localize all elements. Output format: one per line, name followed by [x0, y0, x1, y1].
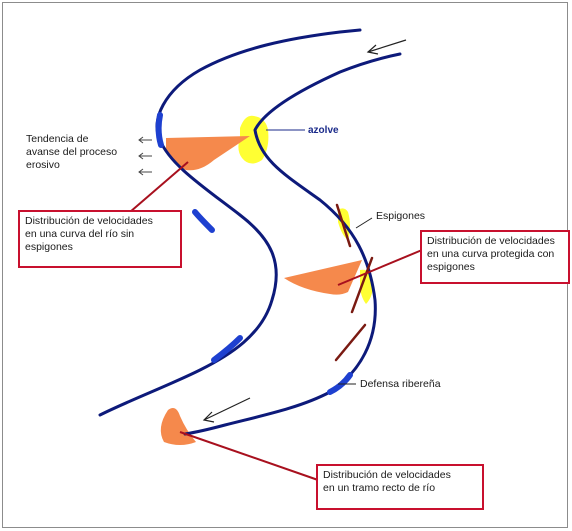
callout-sin-espigones-line-3: espigones [25, 241, 175, 254]
erosion-arrows [139, 137, 152, 175]
callout-sin-espigones-line-1: Distribución de velocidades [25, 215, 175, 228]
callout-tramo-recto-line-1: Distribución de velocidades [323, 469, 477, 482]
defensa-riberena-label: Defensa ribereña [360, 378, 441, 391]
callout-sin-espigones-line-2: en una curva del río sin [25, 228, 175, 241]
callout-line-tramo-recto [180, 432, 318, 480]
erosion-tendency-line-3: erosivo [26, 159, 117, 172]
espigones-leader [356, 218, 372, 228]
flow-arrow-bottom [204, 398, 250, 422]
bank-protection-left-upper [159, 115, 161, 145]
callout-box-con-espigones: Distribución de velocidades en una curva… [420, 230, 570, 284]
callout-con-espigones-line-3: espigones [427, 261, 563, 274]
erosion-tendency-line-1: Tendencia de [26, 133, 117, 146]
flow-arrow-top [368, 40, 406, 54]
callout-tramo-recto-line-2: en un tramo recto de río [323, 482, 477, 495]
erosion-tendency-line-2: avanse del proceso [26, 146, 117, 159]
river-right-bank [185, 54, 400, 434]
callout-con-espigones-line-2: en una curva protegida con [427, 248, 563, 261]
espigones-label: Espigones [376, 210, 425, 223]
velocity-distribution-curve-protected [284, 260, 362, 295]
erosion-tendency-label: Tendencia de avanse del proceso erosivo [26, 133, 117, 172]
callout-con-espigones-line-1: Distribución de velocidades [427, 235, 563, 248]
velocity-distribution-straight [161, 408, 196, 445]
callout-box-tramo-recto: Distribución de velocidades en un tramo … [316, 464, 484, 510]
callout-line-sin-espigones [130, 162, 188, 212]
callout-box-sin-espigones: Distribución de velocidades en una curva… [18, 210, 182, 268]
bank-protection-left-middle [195, 212, 212, 230]
azolve-label: azolve [308, 124, 339, 137]
